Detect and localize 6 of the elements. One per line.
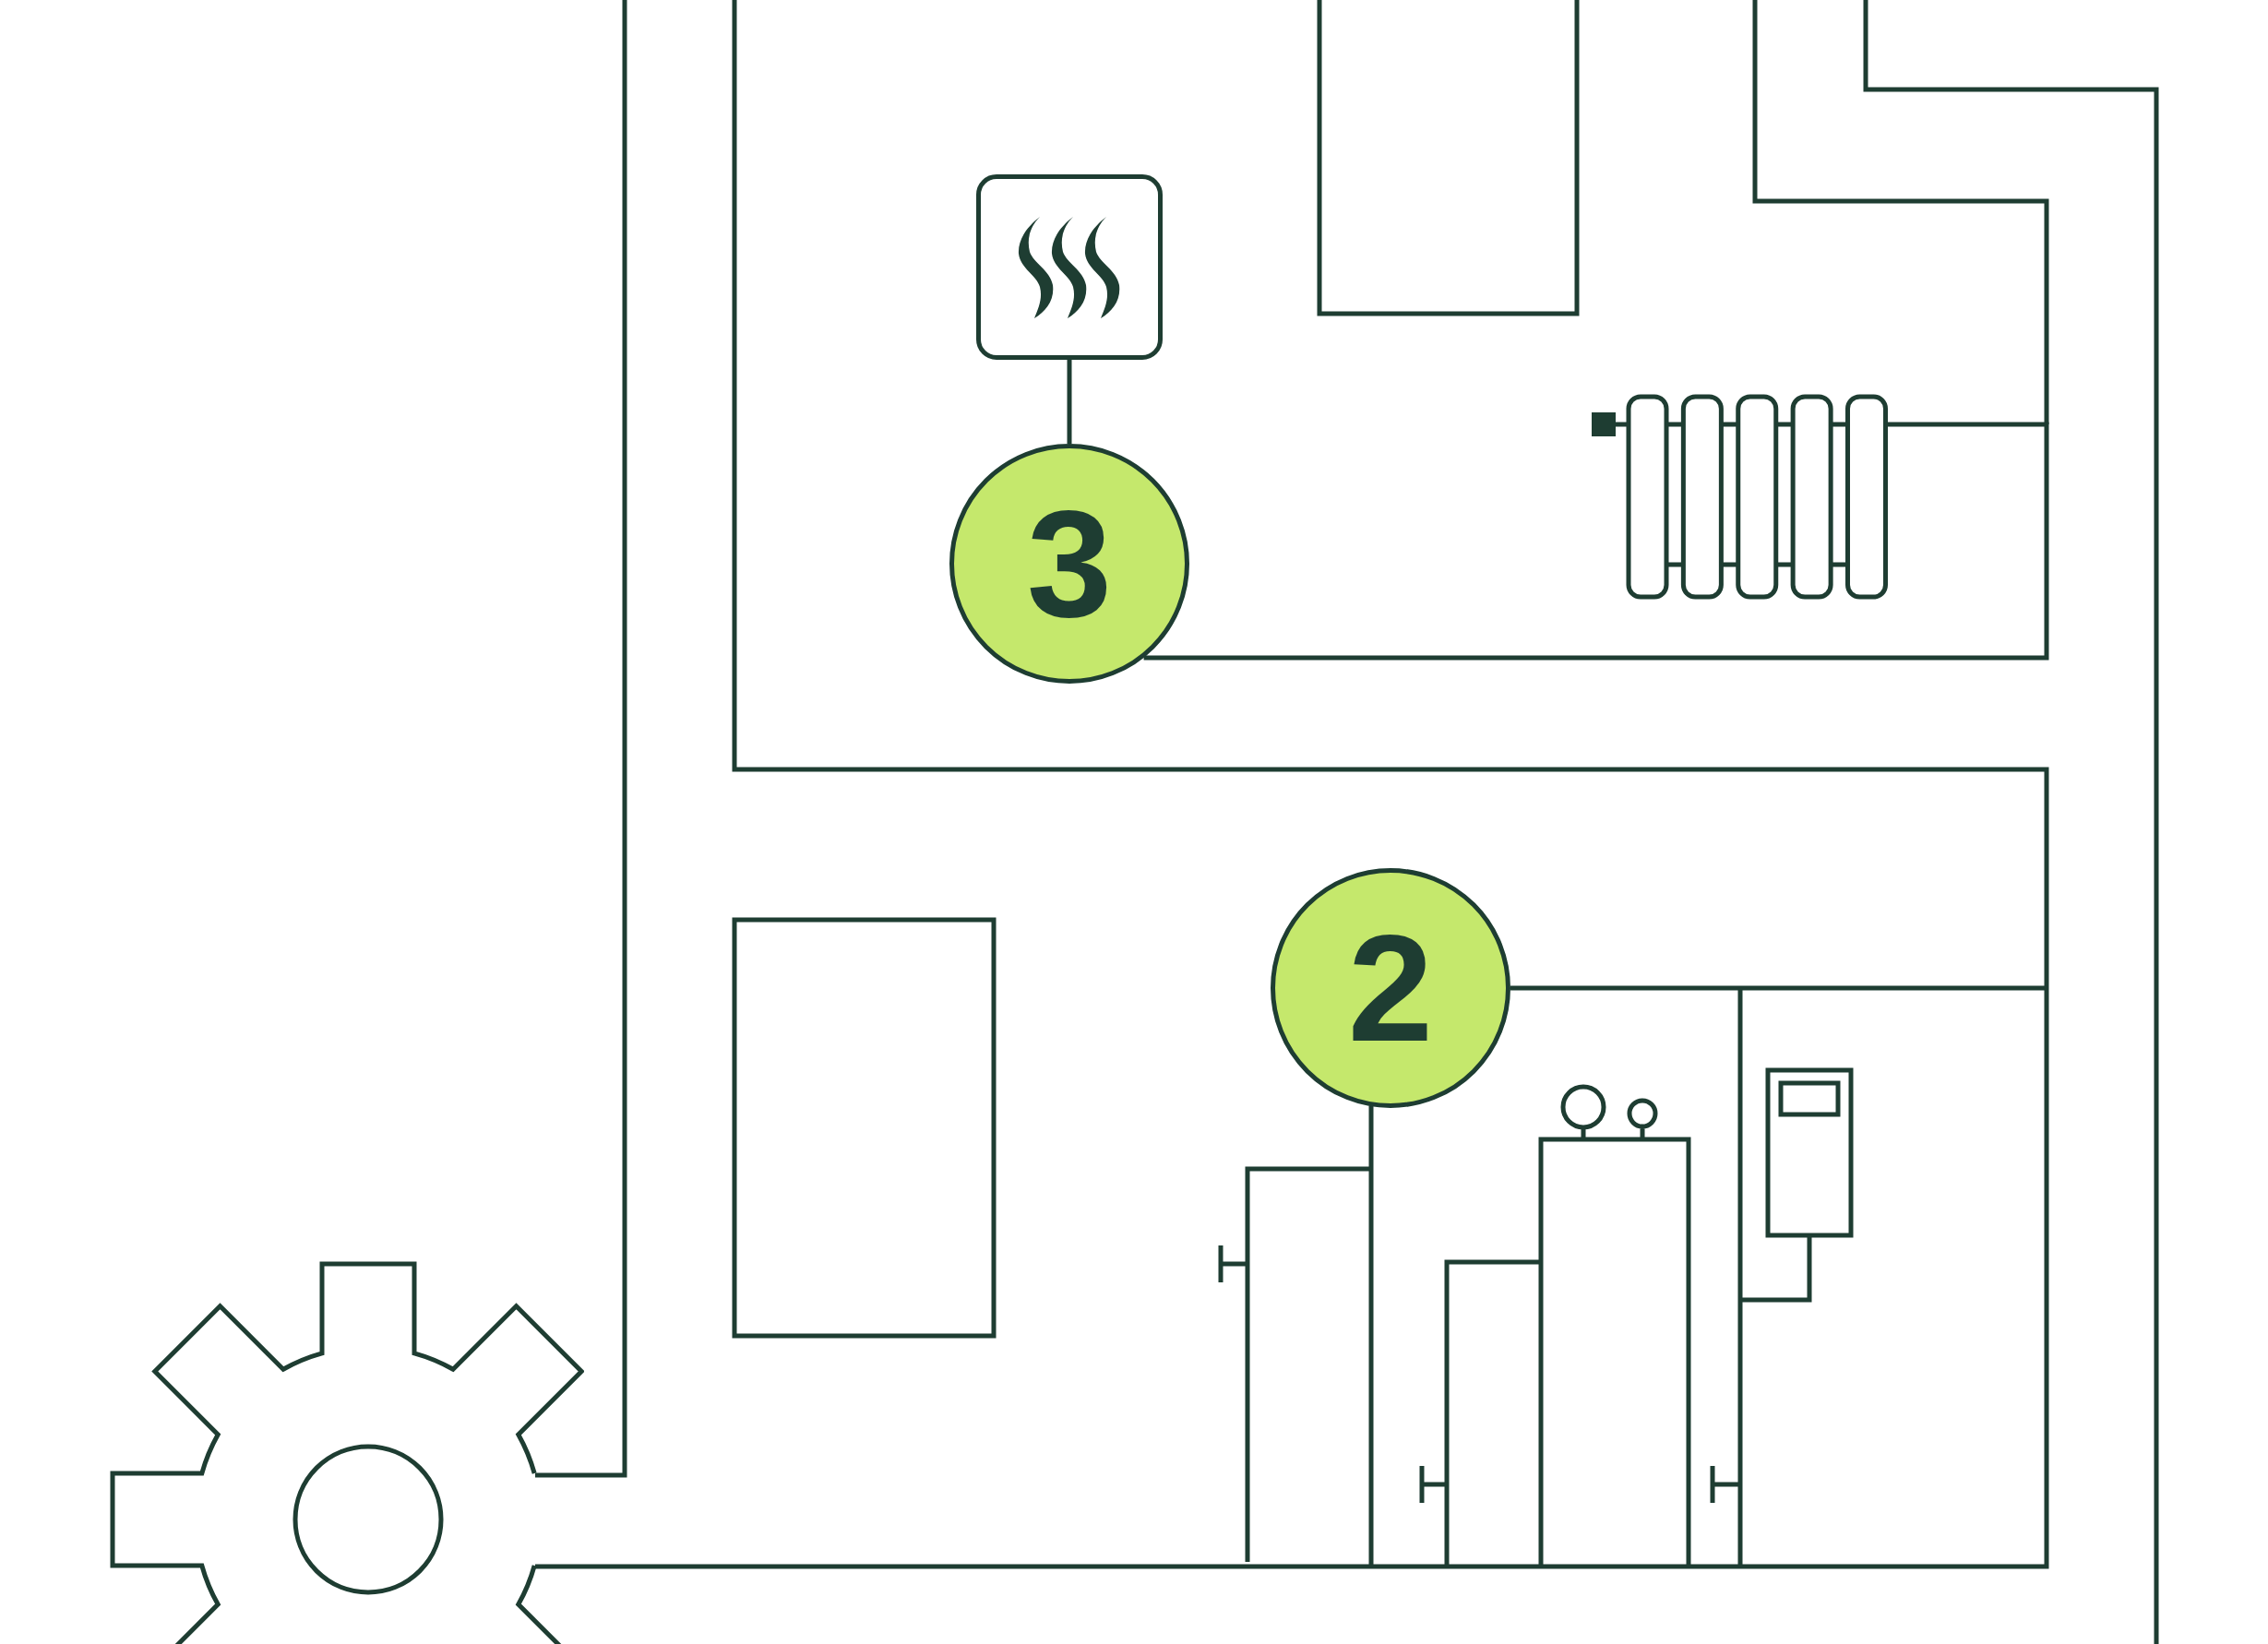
connector-line	[1067, 360, 1072, 444]
heating-panel	[976, 174, 1163, 360]
connector-line	[1143, 422, 2049, 661]
radiator-drawing	[1589, 394, 1888, 600]
callout-number: 3	[1026, 487, 1113, 640]
callout-number: 2	[1347, 911, 1434, 1065]
